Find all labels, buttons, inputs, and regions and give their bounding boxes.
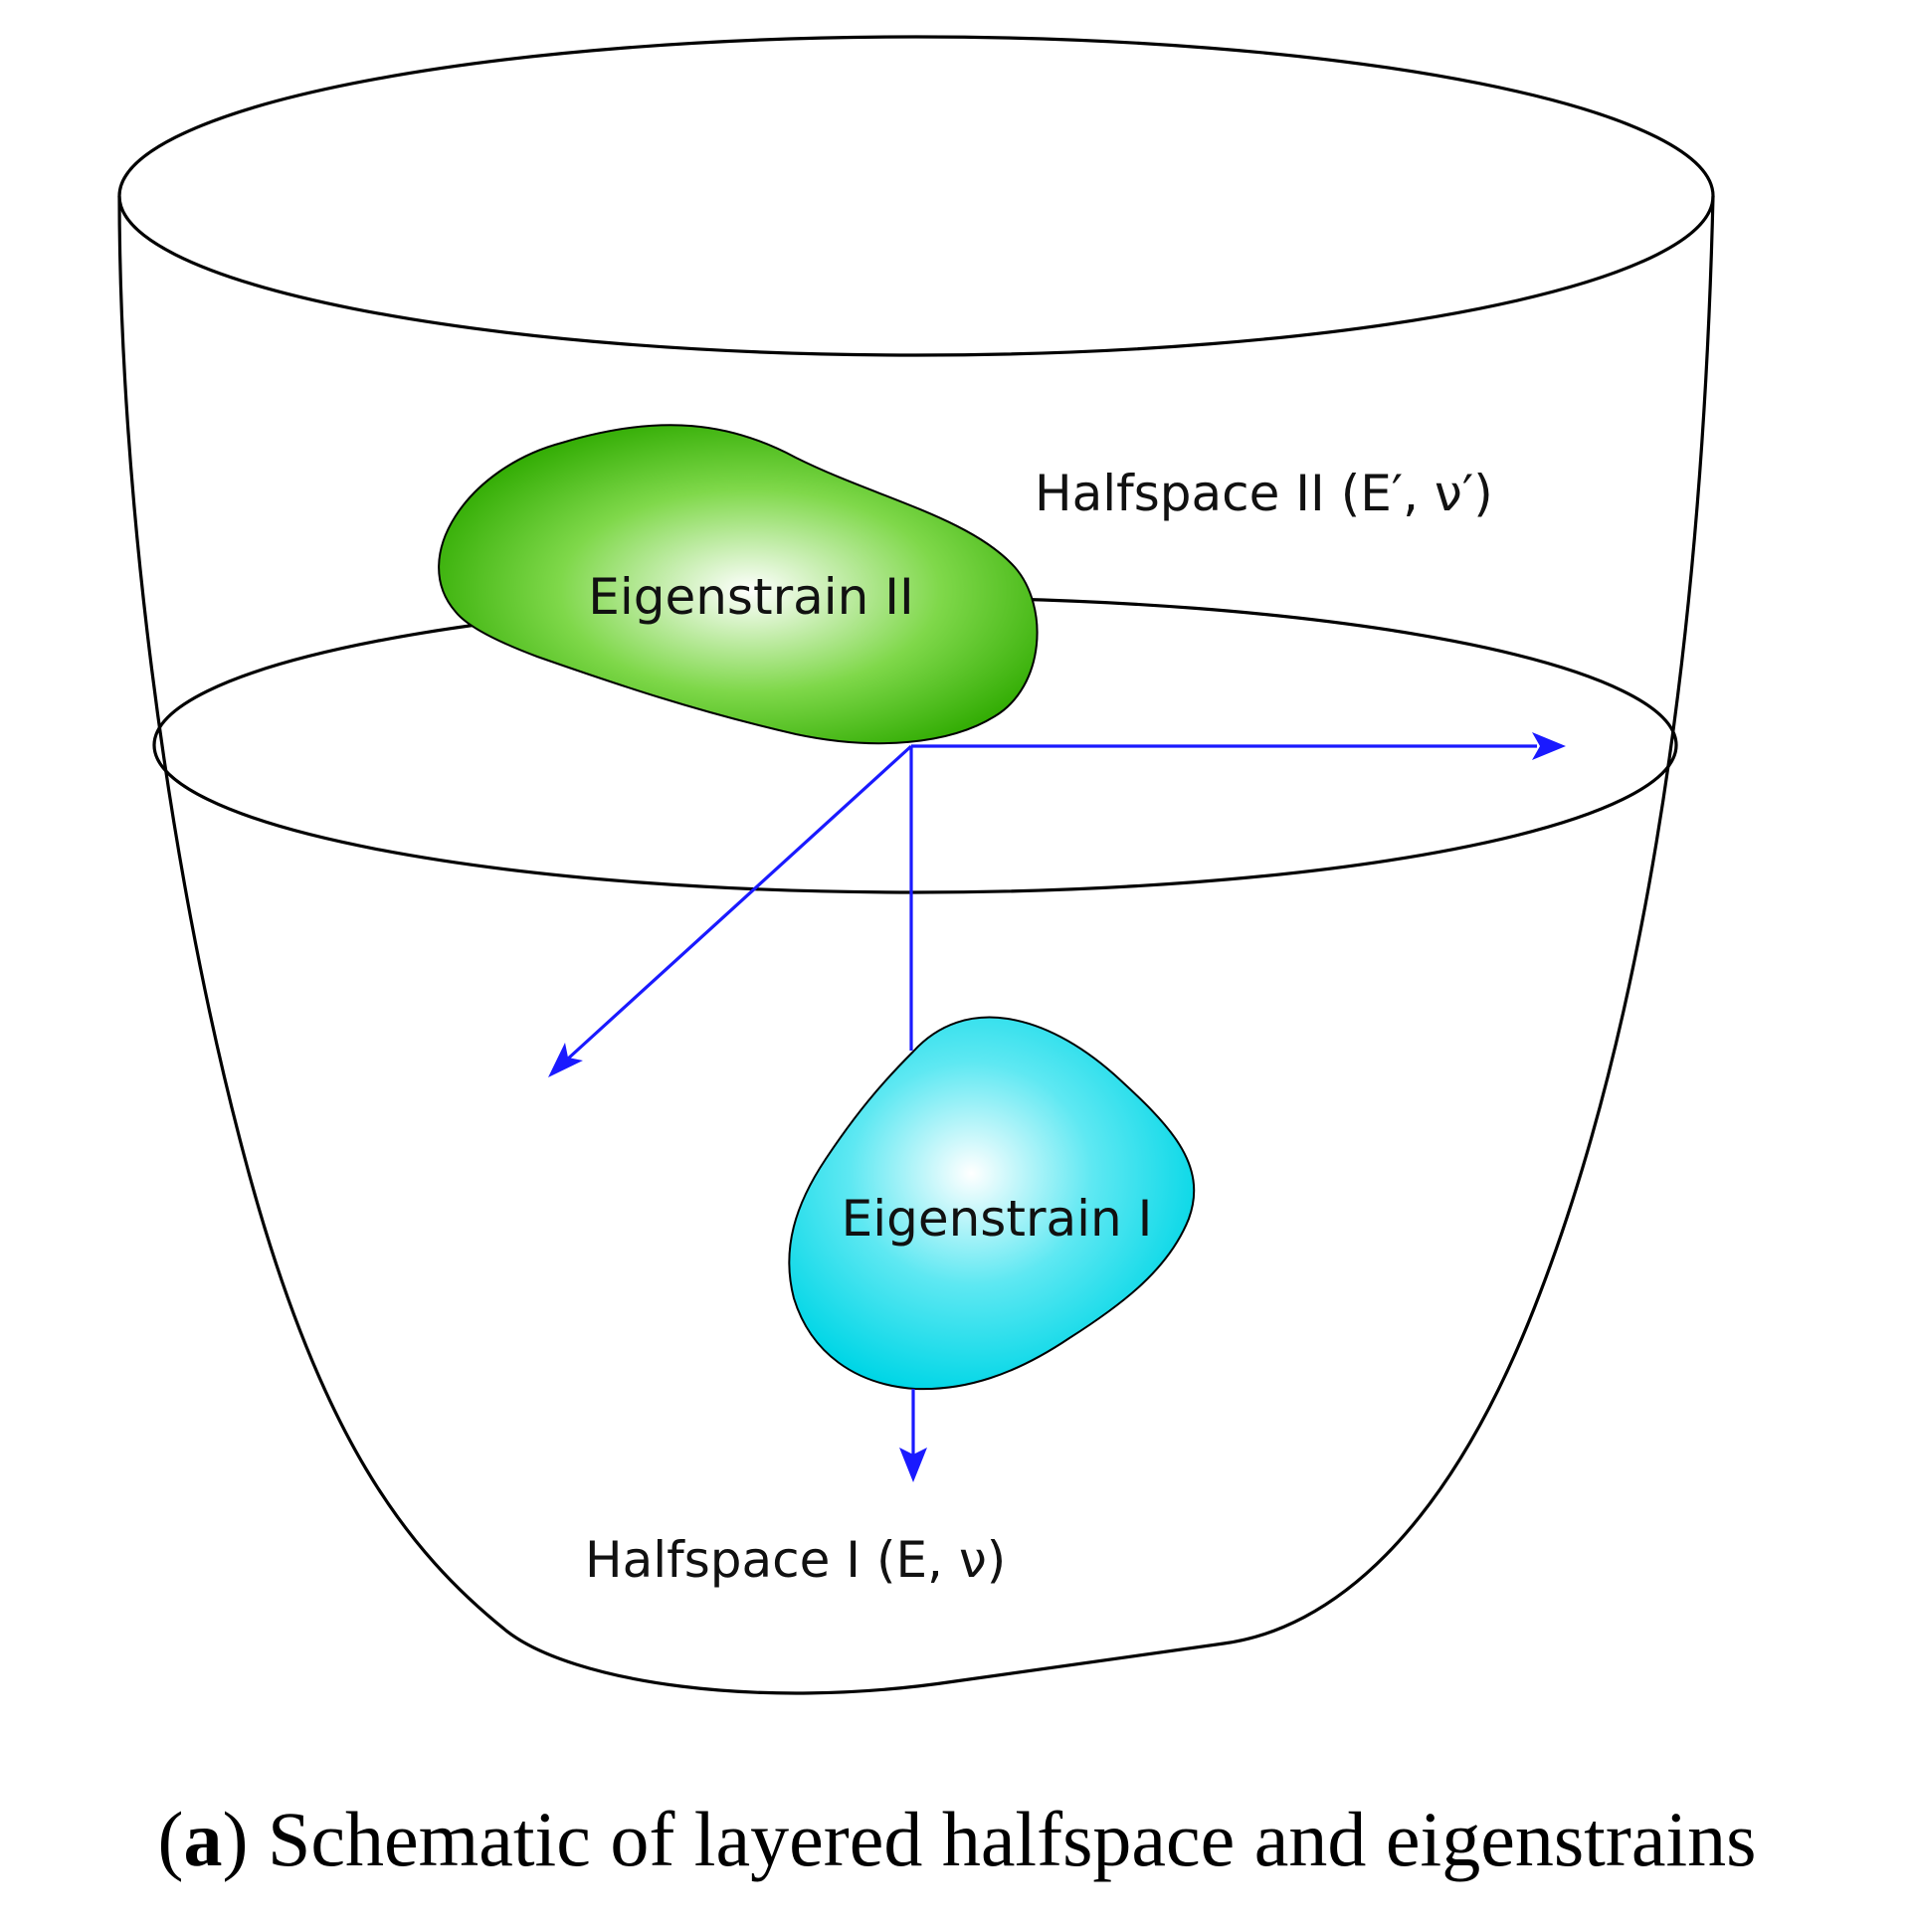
- caption-letter: a: [183, 1796, 222, 1882]
- axis-z-arrowhead: [899, 1448, 927, 1482]
- caption-open-paren: (: [158, 1796, 184, 1882]
- axis-y-arrowhead: [548, 1043, 583, 1077]
- eigenstrain-ii-label: Eigenstrain II: [588, 568, 914, 626]
- coordinate-axes: [548, 732, 1566, 1482]
- container-outline: [117, 195, 1715, 1695]
- halfspace-i-label: Halfspace I (E, ν): [585, 1531, 1006, 1589]
- figure-caption: (a) Schematic of layered halfspace and e…: [158, 1796, 1757, 1882]
- axis-x-arrowhead: [1532, 732, 1566, 760]
- axis-y-line: [565, 744, 913, 1062]
- eigenstrain-i-label: Eigenstrain I: [842, 1190, 1153, 1248]
- eigenstrain-ii-blob: [438, 424, 1039, 745]
- top-surface-ellipse: [117, 35, 1715, 357]
- halfspace-ii-label: Halfspace II (E′, ν′): [1035, 465, 1493, 522]
- caption-text: ) Schematic of layered halfspace and eig…: [222, 1796, 1756, 1882]
- eigenstrain-i-blob: [788, 1016, 1196, 1391]
